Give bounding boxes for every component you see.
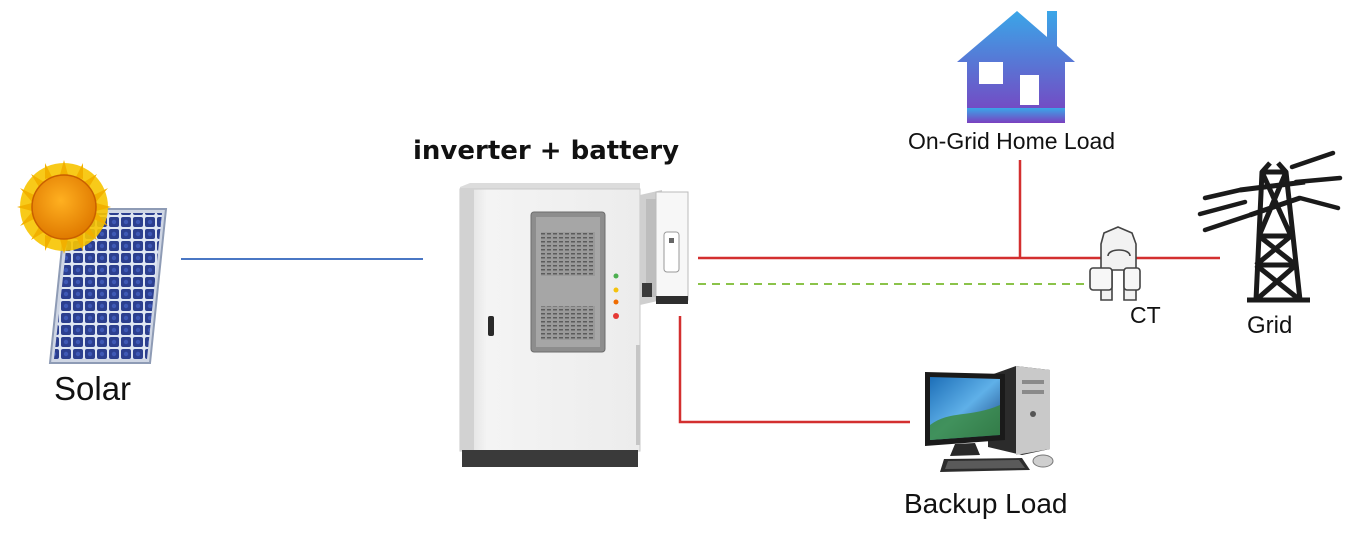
backup-load-label: Backup Load xyxy=(904,488,1068,519)
house-icon xyxy=(957,11,1075,123)
inverter-battery-cabinet-icon xyxy=(459,183,689,467)
solar-label: Solar xyxy=(54,370,132,407)
sun-icon xyxy=(17,160,111,254)
desktop-computer-icon xyxy=(925,366,1054,472)
transmission-tower-icon xyxy=(1197,150,1343,303)
grid-label: Grid xyxy=(1247,312,1293,339)
on-grid-home-load-label: On-Grid Home Load xyxy=(908,128,1116,154)
sun-over-solar-panel-icon xyxy=(17,160,168,364)
ct-label: CT xyxy=(1130,302,1161,328)
inverter-battery-label: inverter + battery xyxy=(413,136,680,166)
ac-line-to-backup-load xyxy=(678,316,910,424)
current-transformer-clamp-icon xyxy=(1089,226,1141,301)
